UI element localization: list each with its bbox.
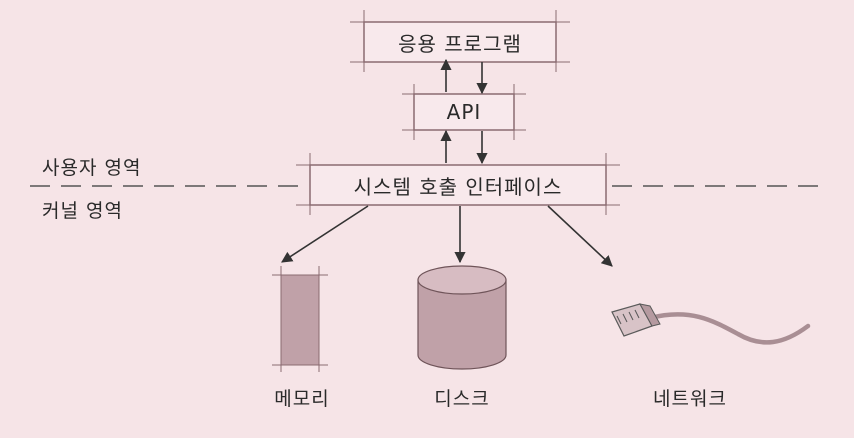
syscall-box — [296, 153, 620, 215]
arrow-to-network — [547, 205, 613, 267]
memory-icon — [272, 266, 328, 372]
app-box — [350, 10, 570, 72]
kernel-space-label: 커널 영역 — [42, 200, 123, 222]
disk-label: 디스크 — [434, 388, 490, 410]
api-box-label: API — [446, 100, 482, 124]
api-box — [402, 84, 526, 140]
syscall-box-label: 시스템 호출 인터페이스 — [353, 174, 563, 199]
app-box-label: 응용 프로그램 — [398, 31, 522, 56]
memory-label: 메모리 — [274, 388, 330, 410]
network-label: 네트워크 — [653, 388, 727, 410]
arrow-to-memory — [281, 205, 369, 263]
network-cable-icon — [611, 303, 811, 345]
user-space-label: 사용자 영역 — [42, 157, 142, 179]
disk-icon — [417, 265, 507, 370]
